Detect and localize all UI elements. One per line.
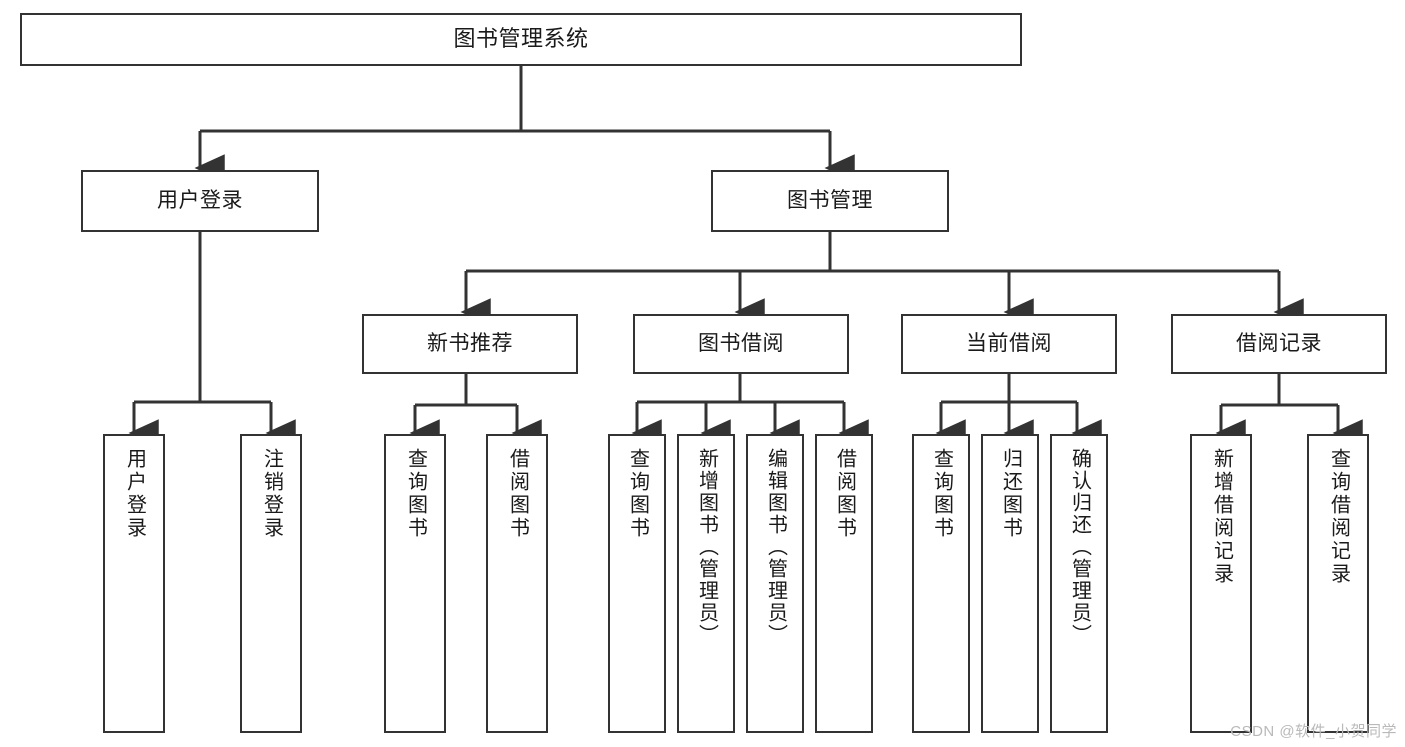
node-label: 新增图书（管理员）	[695, 448, 718, 646]
node-label: 新书推荐	[427, 332, 513, 356]
node-label: 查询借阅记录	[1327, 448, 1350, 586]
leaf-current-query[interactable]: 查询图书	[912, 434, 970, 733]
node-user-login[interactable]: 用户登录	[81, 170, 319, 232]
leaf-records-query[interactable]: 查询借阅记录	[1307, 434, 1369, 733]
leaf-new-book-query[interactable]: 查询图书	[384, 434, 446, 733]
leaf-user-login-signin[interactable]: 用户登录	[103, 434, 165, 733]
node-label: 确认归还（管理员）	[1068, 448, 1091, 646]
leaf-current-return-book[interactable]: 归还图书	[981, 434, 1039, 733]
node-book-borrow[interactable]: 图书借阅	[633, 314, 849, 374]
node-label: 当前借阅	[966, 332, 1052, 356]
node-label: 查询图书	[404, 448, 427, 540]
node-label: 用户登录	[157, 189, 243, 213]
node-label: 图书管理系统	[453, 26, 589, 52]
node-label: 用户登录	[123, 448, 146, 540]
leaf-borrow-query[interactable]: 查询图书	[608, 434, 666, 733]
node-label: 图书管理	[787, 189, 873, 213]
leaf-user-login-signout[interactable]: 注销登录	[240, 434, 302, 733]
node-label: 借阅图书	[833, 448, 856, 540]
leaf-new-book-borrow[interactable]: 借阅图书	[486, 434, 548, 733]
node-label: 编辑图书（管理员）	[764, 448, 787, 646]
leaf-borrow-edit-book-admin[interactable]: 编辑图书（管理员）	[746, 434, 804, 733]
csdn-watermark: CSDN @软件_小贺同学	[1230, 723, 1397, 740]
node-new-book-recommend[interactable]: 新书推荐	[362, 314, 578, 374]
node-label: 查询图书	[930, 448, 953, 540]
node-label: 借阅图书	[506, 448, 529, 540]
node-label: 新增借阅记录	[1210, 448, 1233, 586]
node-label: 注销登录	[260, 448, 283, 540]
node-label: 查询图书	[626, 448, 649, 540]
leaf-records-add[interactable]: 新增借阅记录	[1190, 434, 1252, 733]
node-label: 借阅记录	[1236, 332, 1322, 356]
node-borrow-records[interactable]: 借阅记录	[1171, 314, 1387, 374]
node-label: 图书借阅	[698, 332, 784, 356]
leaf-borrow-add-book-admin[interactable]: 新增图书（管理员）	[677, 434, 735, 733]
node-root-system[interactable]: 图书管理系统	[20, 13, 1022, 66]
node-label: 归还图书	[999, 448, 1022, 540]
leaf-current-confirm-return-admin[interactable]: 确认归还（管理员）	[1050, 434, 1108, 733]
leaf-borrow-borrow-book[interactable]: 借阅图书	[815, 434, 873, 733]
node-current-borrow[interactable]: 当前借阅	[901, 314, 1117, 374]
node-book-management[interactable]: 图书管理	[711, 170, 949, 232]
